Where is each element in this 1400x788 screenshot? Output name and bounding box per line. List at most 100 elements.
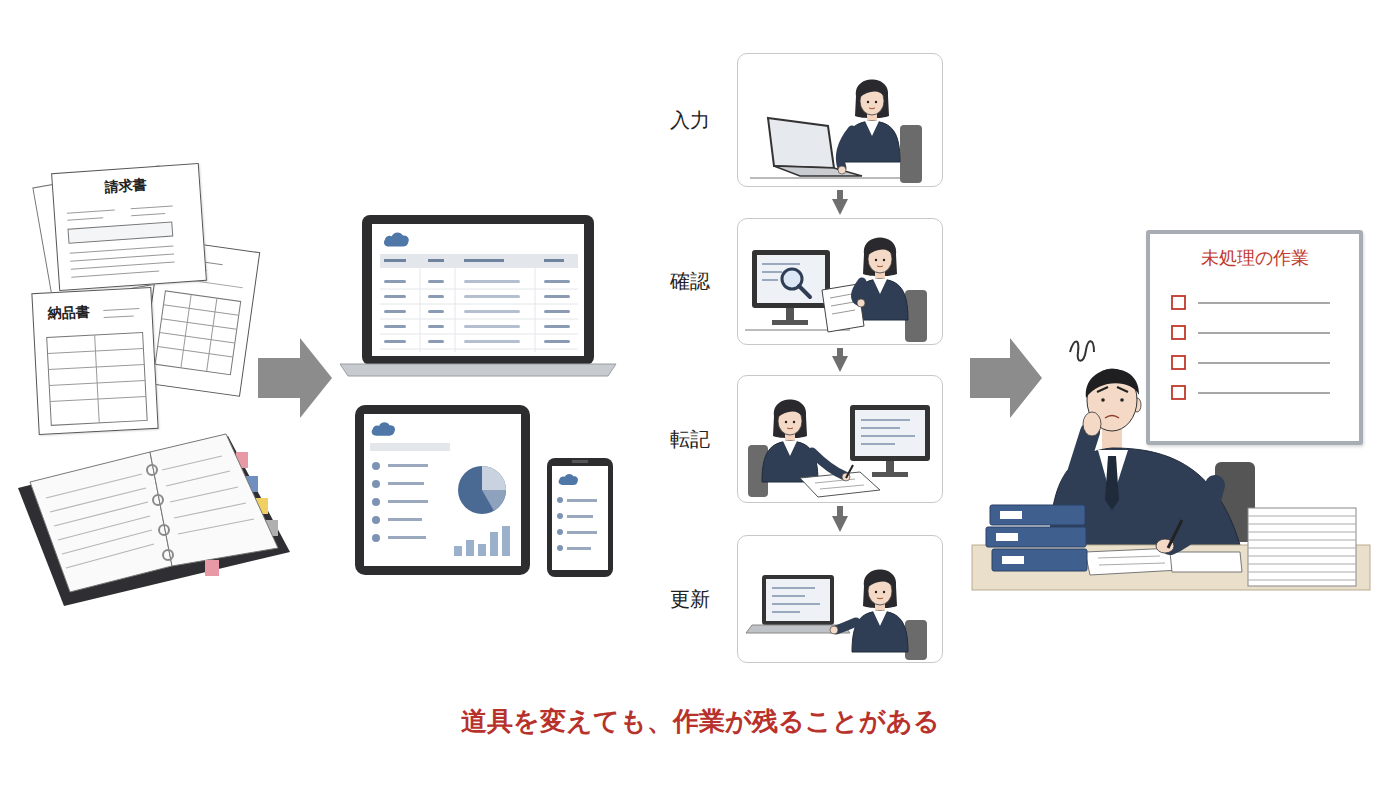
desk	[1098, 556, 1160, 558]
paper-pile	[1248, 516, 1356, 517]
woman-writing	[861, 443, 895, 445]
paper-pile	[1248, 540, 1356, 541]
tablet	[454, 526, 510, 556]
binder	[54, 502, 148, 526]
woman-checking	[830, 294, 852, 298]
woman-checking	[762, 271, 782, 273]
smartphone	[557, 513, 563, 519]
paper-stack	[181, 295, 191, 368]
woman-updating	[772, 611, 800, 613]
woman-updating	[762, 575, 834, 625]
binders	[996, 533, 1018, 541]
woman-checking	[831, 302, 854, 306]
laptop	[428, 259, 444, 262]
form-line	[71, 271, 159, 277]
smartphone	[547, 458, 613, 577]
woman-checking	[832, 310, 855, 314]
laptop	[362, 215, 594, 365]
binder	[18, 434, 290, 606]
paper-sheet: 請求書	[51, 163, 207, 291]
paper-stack	[163, 305, 238, 316]
tablet	[364, 414, 521, 566]
process-panel: 転記	[737, 375, 943, 503]
stressed-man	[1117, 387, 1128, 392]
binder	[46, 474, 142, 498]
paper-pile	[1248, 524, 1356, 525]
woman-checking	[772, 320, 808, 325]
binders	[986, 505, 1087, 571]
paper-pile	[1248, 508, 1356, 586]
smartphone	[567, 515, 593, 518]
stressed-man	[1120, 398, 1124, 402]
whiteboard: 未処理の作業	[1146, 230, 1363, 445]
tablet	[388, 518, 422, 521]
woman-updating	[905, 620, 927, 660]
binder	[147, 465, 157, 475]
tablet	[388, 464, 428, 539]
tablet	[388, 536, 426, 539]
woman-writing	[762, 400, 818, 483]
woman-writing	[861, 419, 910, 421]
binders	[1000, 511, 1022, 519]
binder	[162, 456, 222, 470]
checkbox	[1172, 386, 1185, 399]
woman-checking	[762, 279, 778, 281]
flow-connector	[837, 348, 843, 356]
binder	[159, 525, 169, 535]
right-arm	[1170, 485, 1215, 545]
woman-writing	[846, 465, 853, 478]
paper-stack	[162, 319, 237, 330]
binder	[66, 544, 154, 568]
smartphone	[567, 499, 597, 550]
binder	[170, 487, 238, 502]
tablet	[458, 466, 506, 514]
tablet	[466, 540, 474, 556]
laptop	[380, 310, 578, 319]
laptop	[535, 268, 536, 352]
woman-checking	[757, 255, 825, 303]
checklist-line	[1198, 362, 1330, 364]
form-line	[103, 309, 139, 311]
smartphone	[557, 497, 563, 551]
step-label: 入力	[670, 107, 710, 133]
woman-at-laptop	[844, 80, 900, 163]
woman-checking	[762, 263, 800, 265]
binder	[166, 471, 230, 486]
paper-sheet: 納品書	[31, 287, 158, 435]
flow-arrow	[258, 338, 332, 418]
stressed-man	[1083, 412, 1101, 436]
laptop	[380, 280, 578, 289]
checklist-line	[1198, 392, 1330, 394]
woman-checking	[752, 250, 830, 308]
woman-updating	[836, 622, 856, 630]
binder	[58, 516, 150, 540]
paper-pile	[1248, 548, 1356, 549]
tablet	[355, 405, 530, 575]
caption: 道具を変えても、作業が残ることがある	[461, 704, 940, 739]
binder	[153, 495, 163, 505]
form-line	[131, 213, 165, 215]
woman-at-laptop	[768, 118, 834, 168]
checkbox	[1172, 356, 1185, 369]
laptop	[380, 295, 578, 304]
binders	[990, 505, 1085, 525]
binder	[50, 488, 146, 512]
tablet	[372, 462, 380, 470]
paper-pile	[1248, 508, 1356, 586]
tablet	[370, 443, 450, 451]
laptop	[340, 215, 616, 376]
checklist-line	[1198, 302, 1330, 304]
flow-connector	[837, 506, 843, 516]
paper-stack	[155, 291, 241, 375]
woman-checking	[745, 238, 927, 343]
paper-stack	[160, 333, 235, 344]
stressed-man	[1097, 387, 1108, 392]
desk	[1099, 563, 1165, 565]
tablet	[388, 482, 424, 485]
form-line	[70, 254, 174, 261]
laptop	[384, 259, 406, 262]
binder	[150, 434, 278, 566]
form-line	[71, 262, 175, 269]
laptop	[340, 364, 616, 376]
binder	[46, 456, 254, 568]
